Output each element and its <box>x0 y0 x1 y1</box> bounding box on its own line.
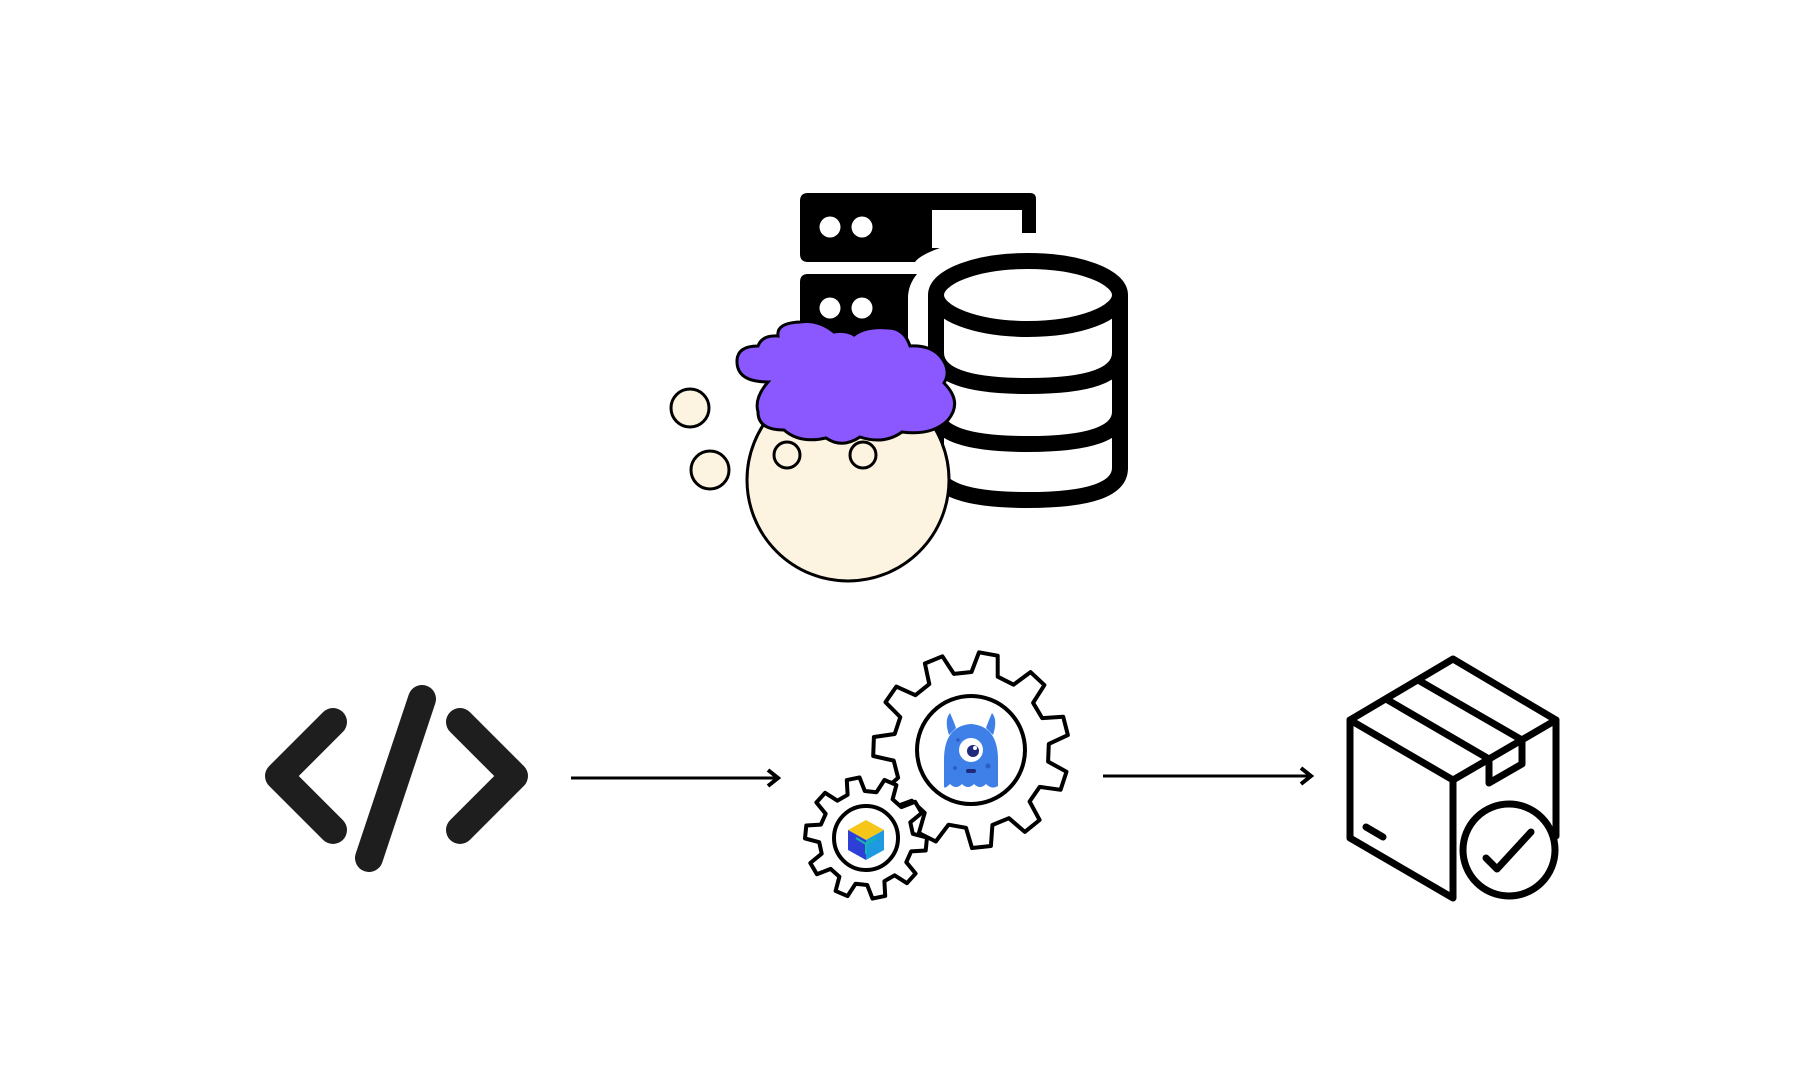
bubble <box>772 440 802 470</box>
arrow-build-to-package <box>1103 766 1315 786</box>
slash-icon <box>355 685 436 872</box>
small-gear <box>803 775 929 901</box>
large-gear <box>871 650 1070 850</box>
arrow-code-to-build <box>571 768 782 788</box>
check-mark-icon <box>1482 828 1535 873</box>
bubble <box>669 387 711 429</box>
cube-logo-icon <box>848 820 884 860</box>
package-check-icon <box>1346 655 1560 902</box>
box-label-line <box>1362 823 1387 841</box>
server-rack-top <box>800 193 1036 262</box>
gears-icon <box>803 650 1070 901</box>
greater-than-icon <box>446 708 528 844</box>
code-brackets-icon <box>265 685 528 872</box>
check-circle <box>1459 800 1559 900</box>
less-than-icon <box>265 708 347 844</box>
thought-cloud <box>735 320 956 445</box>
box-left <box>1346 716 1457 902</box>
bubble <box>689 449 731 491</box>
thinking-head-icon <box>669 320 956 583</box>
database-cylinder <box>928 253 1128 509</box>
bubble <box>848 440 878 470</box>
monster-logo-icon <box>944 713 998 788</box>
box-tape <box>1382 676 1526 787</box>
